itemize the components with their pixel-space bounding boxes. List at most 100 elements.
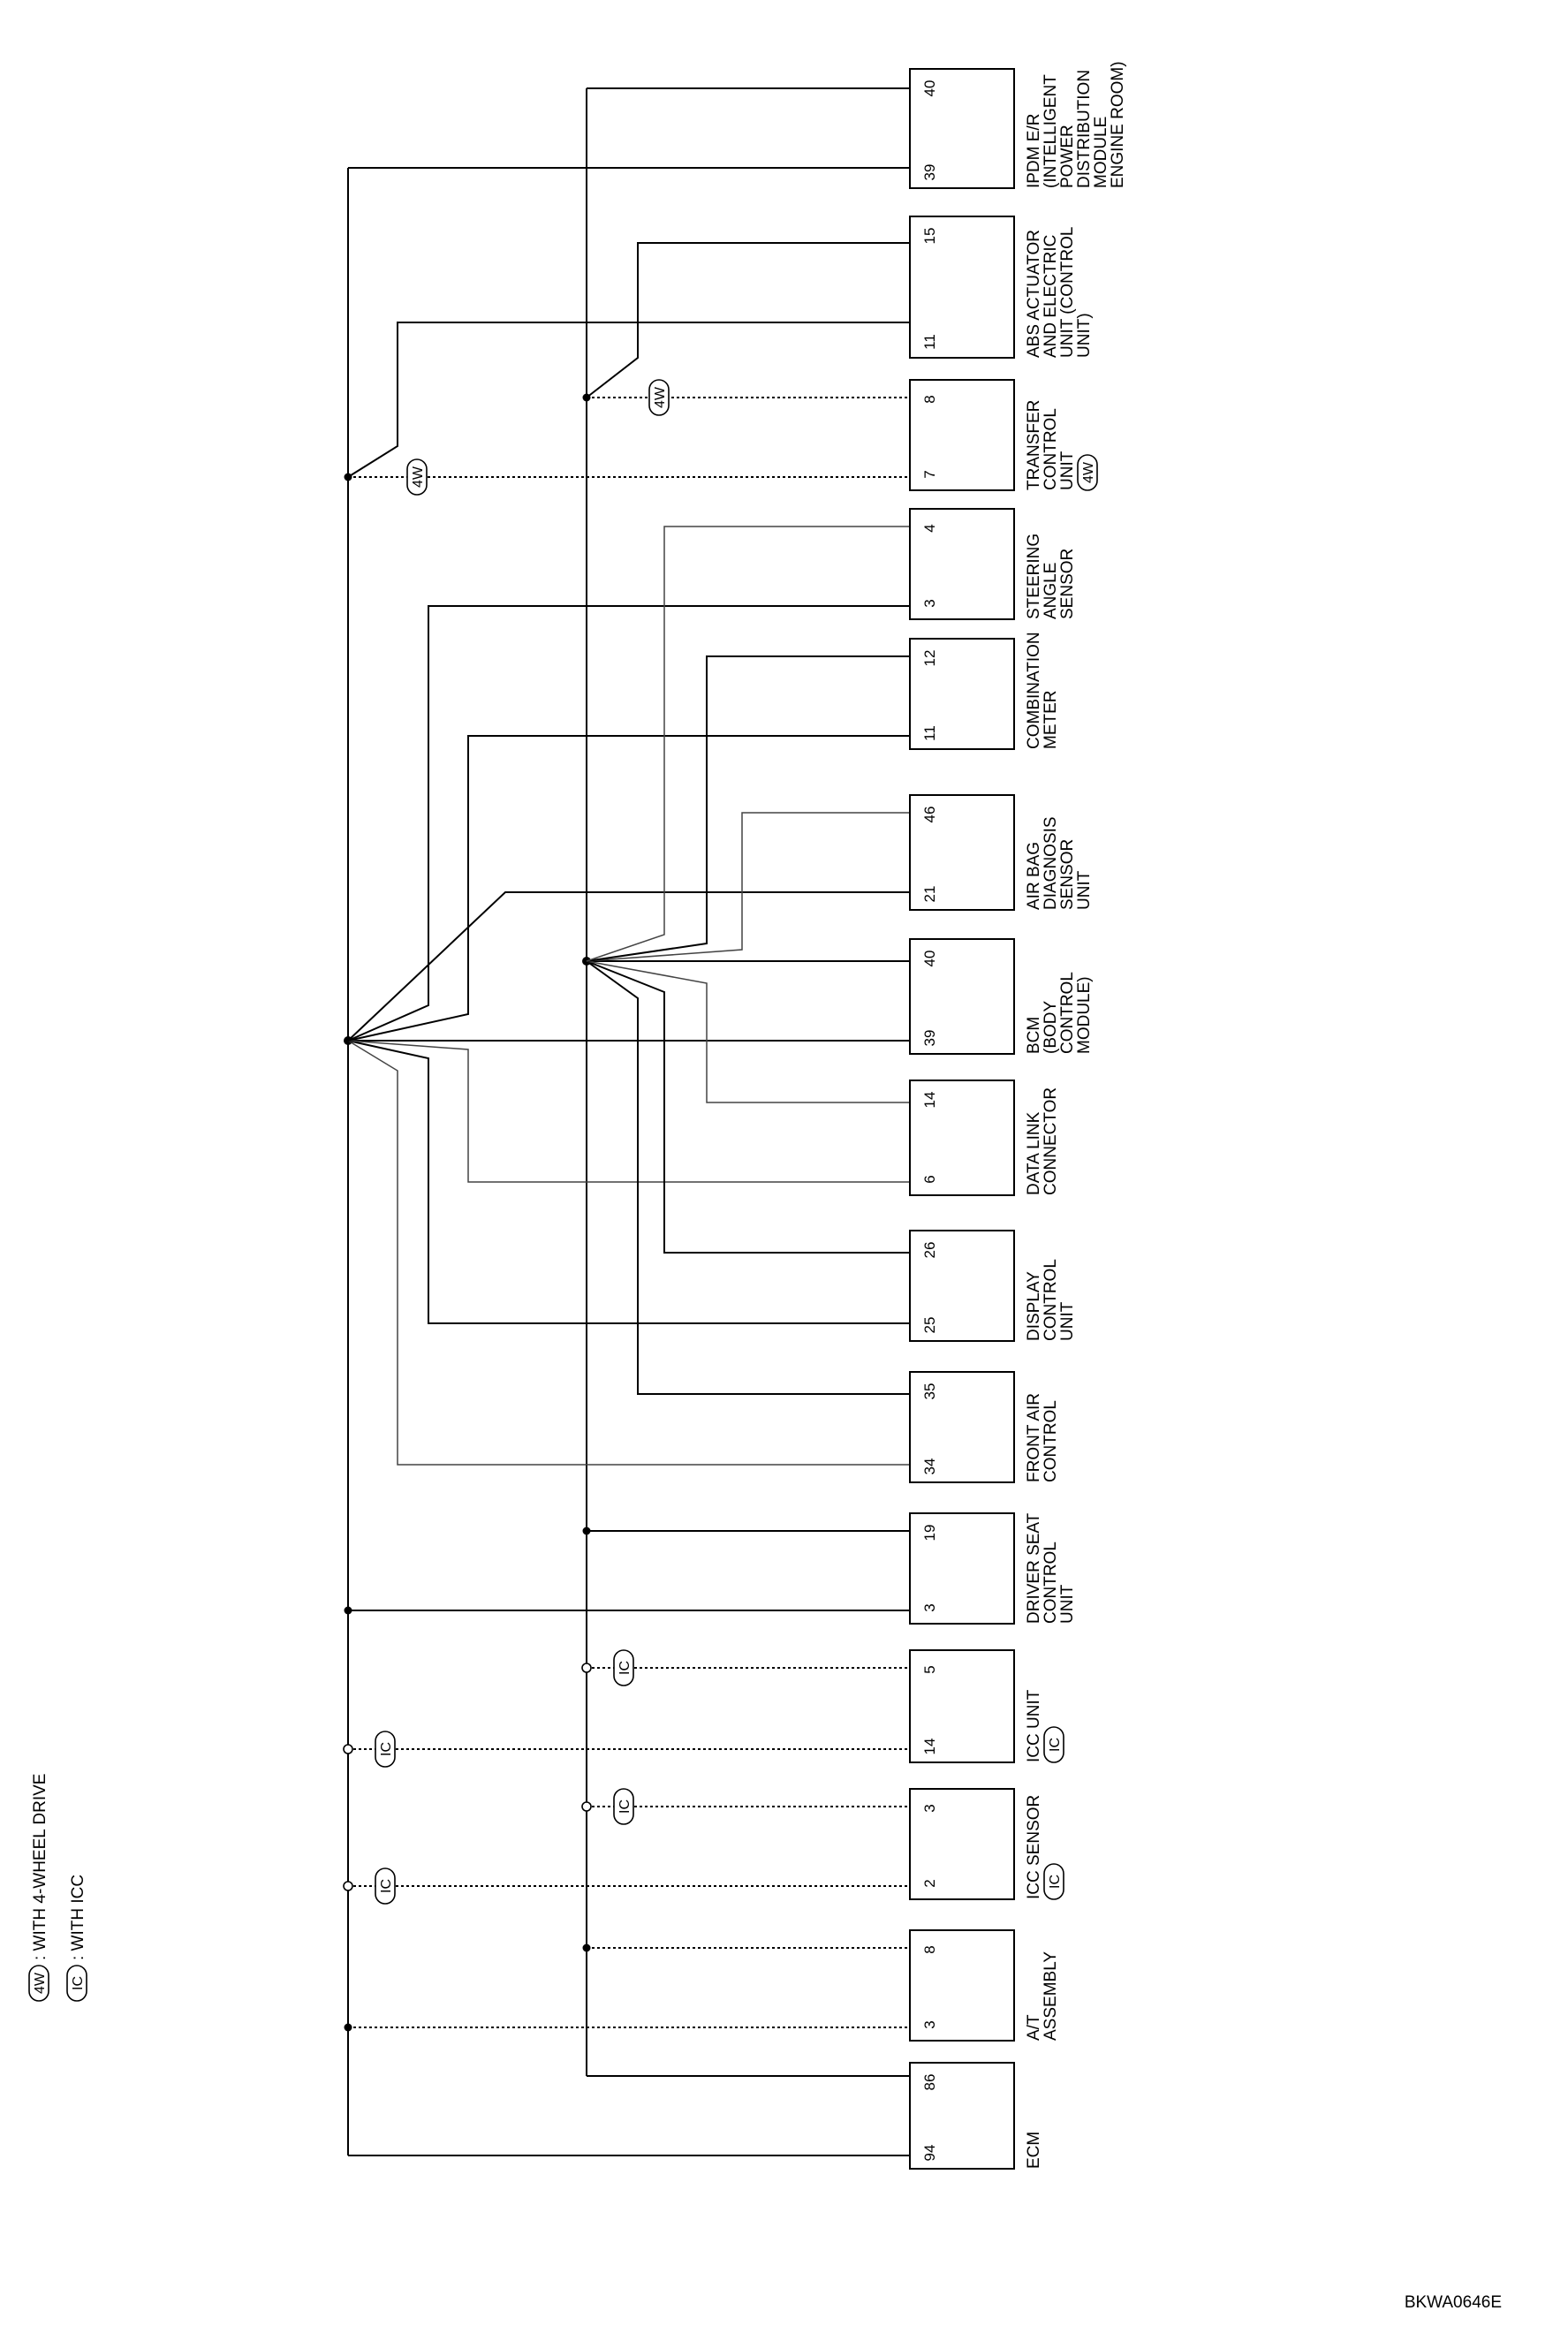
component-name-line: UNIT xyxy=(1058,1584,1077,1624)
wire-cm-12 xyxy=(586,655,910,962)
star-fan-can-l xyxy=(344,605,910,1466)
wire-badge-tcu-8: 4W xyxy=(648,379,670,416)
component-name-line: UNIT xyxy=(1075,870,1094,910)
component-name-line: ENGINE ROOM) xyxy=(1109,61,1127,188)
component-box xyxy=(909,1080,1015,1196)
pin-number: 3 xyxy=(921,1603,938,1611)
component-name-line: ASSEMBLY xyxy=(1042,1951,1060,2041)
badge-text: IC xyxy=(1048,1738,1063,1752)
badge-shape xyxy=(613,1649,634,1686)
wire-abd-46 xyxy=(586,812,910,962)
component-name-line: STEERING xyxy=(1025,534,1043,619)
component-box xyxy=(909,2062,1015,2170)
star-fan-can-h xyxy=(582,526,910,1395)
wire-dlc-6 xyxy=(347,1040,910,1183)
trunk-splices xyxy=(343,242,910,2032)
pin-number: 39 xyxy=(921,1030,938,1047)
component-name-line: ANGLE xyxy=(1042,563,1060,619)
splice-at-8 xyxy=(582,1943,591,1952)
component-name-line: (INTELLIGENT xyxy=(1042,74,1060,188)
component-name-line: SENSOR xyxy=(1058,839,1077,910)
component-name-line: UNIT) xyxy=(1075,313,1094,358)
component-box xyxy=(909,1371,1015,1483)
component-name-line: UNIT xyxy=(1058,1301,1077,1341)
component-name-line: CONTROL xyxy=(1042,1542,1060,1624)
component-box xyxy=(909,638,1015,750)
badge-text: 4W xyxy=(1081,461,1096,483)
pin-number: 11 xyxy=(921,334,938,350)
legend-badge-ic-text: IC xyxy=(71,1976,86,1990)
badge-shape xyxy=(375,1867,396,1905)
pin-number: 8 xyxy=(921,1945,938,1953)
wire-badge-tcu-7: 4W xyxy=(406,458,428,496)
component-name-line: DIAGNOSIS xyxy=(1042,816,1060,910)
pin-number: 40 xyxy=(921,951,938,967)
component-box xyxy=(909,1512,1015,1625)
splice-at-3 xyxy=(344,2023,352,2032)
pin-number: 40 xyxy=(921,80,938,97)
wire-fac-35 xyxy=(586,960,910,1395)
pin-number: 3 xyxy=(921,1804,938,1812)
pin-number: 7 xyxy=(921,470,938,478)
pin-number: 25 xyxy=(921,1317,938,1334)
component-name-line: ICC SENSOR xyxy=(1025,1795,1043,1899)
component-badge: IC xyxy=(1043,1863,1064,1900)
component-name-line: ABS ACTUATOR xyxy=(1025,230,1043,358)
component-name-line: (BODY xyxy=(1042,1001,1060,1055)
component-name-line: BCM xyxy=(1025,1017,1043,1054)
component-name-line: A/T xyxy=(1025,2014,1043,2041)
pin-number: 3 xyxy=(921,2020,938,2028)
component-box xyxy=(909,938,1015,1055)
pin-number: 39 xyxy=(921,164,938,181)
legend-text-ic: : WITH ICC xyxy=(69,1875,87,1960)
legend-item-4w: 4W : WITH 4-WHEEL DRIVE xyxy=(28,1774,49,2002)
pin-number: 12 xyxy=(921,650,938,667)
wire-badge-iccs-3: IC xyxy=(613,1788,634,1825)
legend-item-ic: IC : WITH ICC xyxy=(66,1875,87,2002)
pin-number: 26 xyxy=(921,1242,938,1259)
wire-abd-21 xyxy=(347,891,910,1042)
badge-text: IC xyxy=(1048,1875,1063,1889)
component-box xyxy=(909,794,1015,911)
component-name-line: FRONT AIR xyxy=(1025,1393,1043,1482)
splice-iccs-2 xyxy=(343,1881,353,1891)
component-name-line: TRANSFER xyxy=(1025,400,1043,490)
badge-shape xyxy=(613,1788,634,1825)
pin-number: 14 xyxy=(921,1739,938,1755)
wire-sas-4 xyxy=(586,526,910,962)
wire-badge-iccs-2: IC xyxy=(375,1867,396,1905)
badge-text: IC xyxy=(379,1742,394,1756)
component-name-line: MODULE) xyxy=(1075,976,1094,1054)
bus-trunks xyxy=(347,87,910,2156)
component-name-line: UNIT xyxy=(1058,451,1077,490)
legend-badge-4w-text: 4W xyxy=(33,1972,48,1994)
pin-number: 2 xyxy=(921,1879,938,1887)
component-name-line: ICC UNIT xyxy=(1025,1689,1043,1762)
component-name-line: ECM xyxy=(1025,2132,1043,2169)
component-name-line: POWER xyxy=(1058,125,1077,188)
badge-text: IC xyxy=(617,1661,633,1675)
pin-number: 8 xyxy=(921,395,938,403)
component-box xyxy=(909,1649,1015,1763)
wire-badge-iccu-5: IC xyxy=(613,1649,634,1686)
badge-text: 4W xyxy=(411,466,426,488)
pin-number: 86 xyxy=(921,2074,938,2091)
component-badge: IC xyxy=(1043,1726,1064,1763)
component-name-line: CONTROL xyxy=(1042,1259,1060,1341)
wire-abs-15 xyxy=(586,242,910,398)
legend-badge-ic xyxy=(66,1965,87,2002)
legend-text-4w: : WITH 4-WHEEL DRIVE xyxy=(31,1774,49,1960)
badge-shape xyxy=(1043,1726,1064,1763)
splice-iccu-14 xyxy=(343,1744,353,1754)
component-name-line: DISPLAY xyxy=(1025,1271,1043,1341)
component-name-line: IPDM E/R xyxy=(1025,114,1043,188)
wire-dcu-26 xyxy=(586,960,910,1254)
splice-iccu-5 xyxy=(581,1663,592,1673)
component-name-line: CONTROL xyxy=(1042,1400,1060,1482)
